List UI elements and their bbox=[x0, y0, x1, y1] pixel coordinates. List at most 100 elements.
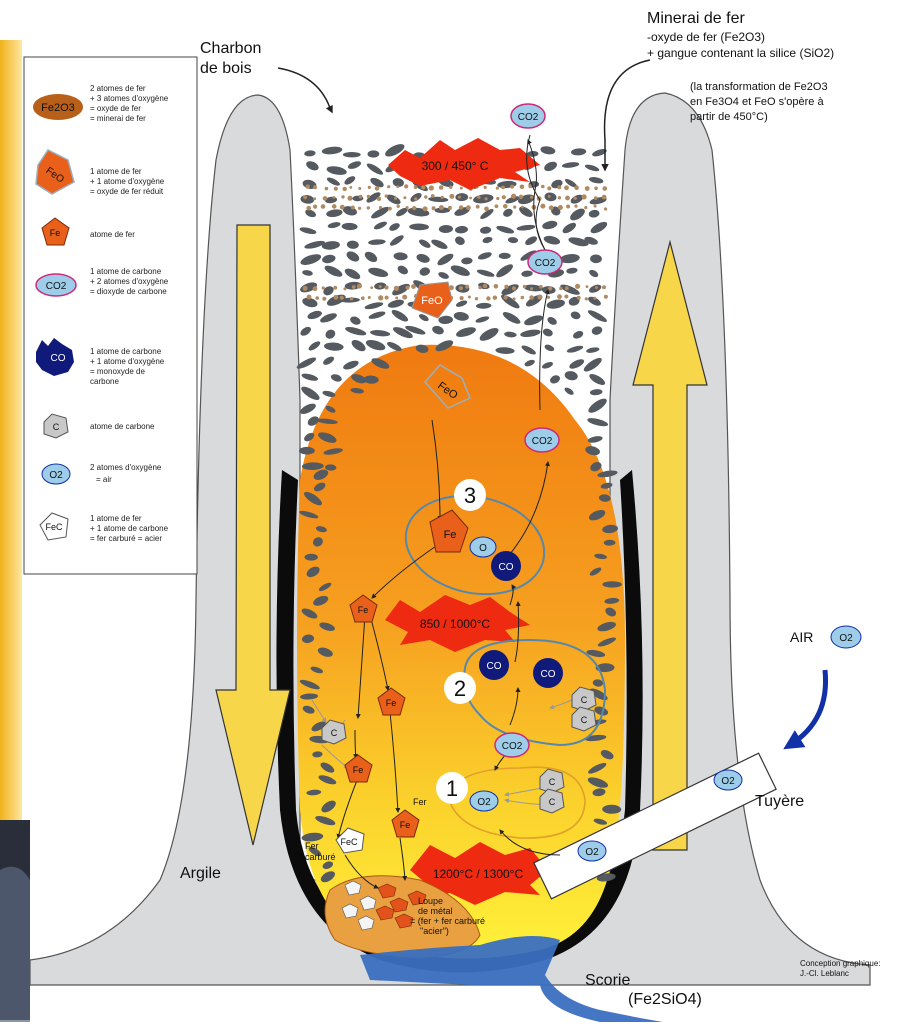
ore-dot bbox=[439, 185, 444, 190]
charcoal-piece bbox=[504, 331, 517, 338]
charcoal-piece bbox=[586, 308, 608, 324]
ore-title: Minerai de fer bbox=[647, 10, 745, 27]
ore-dot bbox=[379, 285, 382, 288]
stage-1-number: 1 bbox=[446, 776, 458, 801]
charcoal-piece bbox=[385, 193, 402, 207]
charcoal-piece bbox=[301, 372, 319, 382]
ore-dot bbox=[511, 194, 516, 199]
svg-text:1 atome de carbone: 1 atome de carbone bbox=[90, 347, 162, 356]
charcoal-piece bbox=[569, 193, 584, 206]
ore-dot bbox=[496, 187, 499, 190]
ore-dot bbox=[402, 295, 407, 300]
ore-dot bbox=[431, 194, 435, 198]
svg-text:+ 1 atome de carbone: + 1 atome de carbone bbox=[90, 524, 169, 533]
ore-dot bbox=[448, 206, 452, 210]
charcoal-piece bbox=[396, 264, 410, 276]
charcoal-piece bbox=[588, 209, 600, 218]
charcoal-piece bbox=[386, 340, 403, 353]
svg-text:C: C bbox=[581, 695, 588, 705]
ore-dot bbox=[441, 196, 444, 199]
ore-dot bbox=[414, 197, 417, 200]
ore-dot bbox=[547, 186, 551, 190]
ore-dot bbox=[476, 205, 480, 209]
ore-dot bbox=[574, 197, 577, 200]
svg-text:+ 3 atomes d'oxygène: + 3 atomes d'oxygène bbox=[90, 94, 169, 103]
charcoal-piece bbox=[299, 226, 317, 235]
svg-text:1 atome de fer: 1 atome de fer bbox=[90, 167, 142, 176]
ore-dot bbox=[343, 287, 346, 290]
loupe-label-1: Loupe bbox=[418, 896, 443, 906]
ore-dot bbox=[411, 284, 416, 289]
ore-dot bbox=[604, 295, 608, 299]
ore-line-2: + gangue contenant la silice (SiO2) bbox=[647, 46, 834, 60]
ore-dot bbox=[594, 205, 597, 208]
charcoal-piece bbox=[342, 359, 360, 371]
ore-dot bbox=[504, 285, 508, 289]
charcoal-piece bbox=[546, 315, 558, 326]
charcoal-piece bbox=[307, 340, 321, 353]
ore-dot bbox=[574, 185, 579, 190]
ore-dot bbox=[475, 297, 478, 300]
ore-dot bbox=[322, 286, 325, 289]
charcoal-piece bbox=[477, 251, 493, 261]
svg-text:O2: O2 bbox=[721, 776, 735, 787]
ore-dot bbox=[595, 286, 598, 289]
charcoal-piece bbox=[524, 359, 536, 368]
charcoal-arrow bbox=[278, 68, 332, 112]
svg-text:C: C bbox=[331, 728, 338, 738]
charcoal-piece bbox=[587, 417, 609, 428]
ore-dot bbox=[521, 206, 524, 209]
charcoal-piece bbox=[520, 344, 537, 356]
ore-dot bbox=[558, 205, 563, 210]
temp-bottom: 1200°C / 1300°C bbox=[433, 867, 524, 881]
credit-line-2: J.-Cl. Leblanc bbox=[800, 969, 849, 978]
charcoal-piece bbox=[364, 301, 384, 311]
ore-dot bbox=[486, 296, 490, 300]
co-molecule: CO bbox=[479, 650, 509, 680]
ore-dot bbox=[594, 196, 598, 200]
charcoal-piece bbox=[449, 263, 471, 278]
svg-text:O2: O2 bbox=[49, 470, 63, 481]
svg-text:CO2: CO2 bbox=[502, 741, 523, 752]
ore-dot bbox=[370, 286, 373, 289]
svg-text:Fe: Fe bbox=[353, 765, 364, 775]
charcoal-piece bbox=[516, 224, 535, 231]
ore-dot bbox=[602, 195, 607, 200]
charcoal-piece bbox=[568, 357, 585, 370]
ore-dot bbox=[523, 285, 527, 289]
ore-dot bbox=[593, 297, 596, 300]
charcoal-piece bbox=[388, 233, 405, 247]
charcoal-label-2: de bois bbox=[200, 60, 252, 77]
svg-text:CO: CO bbox=[541, 669, 556, 680]
charcoal-piece bbox=[345, 249, 361, 263]
ore-dot bbox=[396, 185, 399, 188]
svg-text:= minerai de fer: = minerai de fer bbox=[90, 114, 146, 123]
loupe-label-3: = (fer + fer carburé bbox=[410, 916, 485, 926]
ore-dot bbox=[520, 185, 525, 190]
ore-dot bbox=[340, 296, 344, 300]
charcoal-piece bbox=[367, 266, 389, 279]
co2-molecule: CO2 bbox=[525, 428, 559, 452]
ore-dot bbox=[539, 285, 543, 289]
ore-line-1: -oxyde de fer (Fe2O3) bbox=[647, 30, 765, 44]
charcoal-piece bbox=[437, 271, 450, 280]
charcoal-piece bbox=[455, 299, 468, 308]
co-molecule: CO bbox=[491, 551, 521, 581]
ore-dot bbox=[387, 185, 390, 188]
legend: Fe2O3 2 atomes de fer + 3 atomes d'oxygè… bbox=[24, 57, 197, 574]
charcoal-piece bbox=[602, 581, 622, 587]
ore-dot bbox=[594, 187, 598, 191]
ore-dot bbox=[604, 207, 607, 210]
charcoal-piece bbox=[566, 267, 578, 274]
svg-text:+ 1 atome d'oxygène: + 1 atome d'oxygène bbox=[90, 357, 165, 366]
charcoal-piece bbox=[543, 234, 561, 246]
charcoal-piece bbox=[494, 262, 515, 280]
ore-dot bbox=[483, 284, 488, 289]
charcoal-piece bbox=[564, 370, 579, 381]
svg-text:Fe: Fe bbox=[358, 605, 369, 615]
charcoal-piece bbox=[472, 193, 494, 205]
charcoal-piece bbox=[373, 220, 388, 231]
charcoal-piece bbox=[365, 338, 387, 352]
ore-dot bbox=[603, 186, 608, 191]
